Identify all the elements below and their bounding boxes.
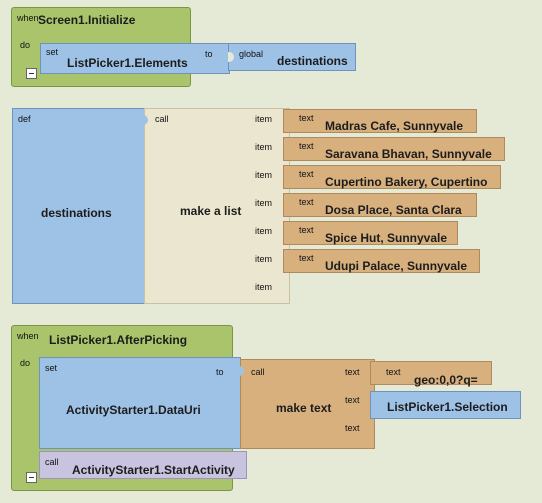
text-value: Spice Hut, Sunnyvale (325, 231, 448, 245)
text-label: text (299, 197, 314, 207)
item-label: item (255, 226, 273, 236)
text-label: text (345, 395, 360, 405)
set-activitystarter-datauri-block[interactable]: set ActivityStarter1.DataUri to (39, 357, 241, 449)
item-label: item (255, 142, 273, 152)
item-label: item (255, 170, 273, 180)
event-name: Screen1.Initialize (38, 13, 136, 27)
text-item-block[interactable]: text Cupertino Bakery, Cupertino (283, 165, 501, 189)
item-label: item (255, 114, 273, 124)
make-a-list-block[interactable]: call make a list item item item item ite… (142, 108, 290, 304)
set-label: set (46, 47, 59, 57)
text-value: Udupi Palace, Sunnyvale (325, 259, 468, 273)
property-name: ActivityStarter1.DataUri (66, 403, 201, 417)
make-text-label: make text (276, 401, 332, 415)
listpicker-selection-block[interactable]: ListPicker1.Selection (370, 391, 521, 419)
make-text-block[interactable]: call make text text text text (238, 359, 375, 449)
text-value: Cupertino Bakery, Cupertino (325, 175, 488, 189)
global-label: global (239, 49, 264, 59)
text-value: Saravana Bhavan, Sunnyvale (325, 147, 492, 161)
text-item-block[interactable]: text Madras Cafe, Sunnyvale (283, 109, 477, 133)
text-label: text (345, 423, 360, 433)
text-geo-block[interactable]: text geo:0,0?q= (370, 361, 492, 387)
text-value: geo:0,0?q= (414, 373, 478, 387)
text-item-block[interactable]: text Dosa Place, Santa Clara (283, 193, 477, 217)
item-label: item (255, 198, 273, 208)
def-name: destinations (41, 206, 112, 220)
def-label: def (18, 114, 31, 124)
global-variable-block[interactable]: global destinations (228, 43, 356, 71)
text-value: Madras Cafe, Sunnyvale (325, 119, 464, 133)
set-label: set (45, 363, 58, 373)
variable-name: destinations (277, 54, 348, 68)
def-destinations-block[interactable]: def destinations (12, 108, 148, 304)
text-value: Dosa Place, Santa Clara (325, 203, 462, 217)
to-label: to (205, 49, 213, 59)
socket-notch-icon (228, 52, 234, 62)
collapse-icon[interactable] (26, 472, 37, 483)
set-listpicker-elements-block[interactable]: set ListPicker1.Elements to (40, 43, 230, 74)
socket-notch-icon (142, 115, 148, 125)
call-label: call (251, 367, 265, 377)
text-label: text (299, 225, 314, 235)
collapse-icon[interactable] (26, 68, 37, 79)
to-label: to (216, 367, 224, 377)
text-item-block[interactable]: text Udupi Palace, Sunnyvale (283, 249, 480, 273)
call-label: call (45, 457, 59, 467)
text-label: text (299, 169, 314, 179)
do-label: do (20, 358, 31, 368)
item-label: item (255, 282, 273, 292)
text-label: text (299, 113, 314, 123)
call-label: call (155, 114, 169, 124)
make-a-list-label: make a list (180, 204, 242, 218)
item-label: item (255, 254, 273, 264)
text-label: text (299, 141, 314, 151)
text-label: text (345, 367, 360, 377)
call-startactivity-block[interactable]: call ActivityStarter1.StartActivity (39, 451, 247, 479)
when-label: when (17, 13, 39, 23)
method-name: ActivityStarter1.StartActivity (72, 463, 235, 477)
text-label: text (386, 367, 401, 377)
when-label: when (17, 331, 39, 341)
selection-label: ListPicker1.Selection (387, 400, 508, 414)
property-name: ListPicker1.Elements (67, 56, 188, 70)
text-label: text (299, 253, 314, 263)
do-label: do (20, 40, 31, 50)
event-name: ListPicker1.AfterPicking (49, 333, 188, 347)
socket-notch-icon (238, 366, 244, 376)
text-item-block[interactable]: text Saravana Bhavan, Sunnyvale (283, 137, 505, 161)
text-item-block[interactable]: text Spice Hut, Sunnyvale (283, 221, 458, 245)
